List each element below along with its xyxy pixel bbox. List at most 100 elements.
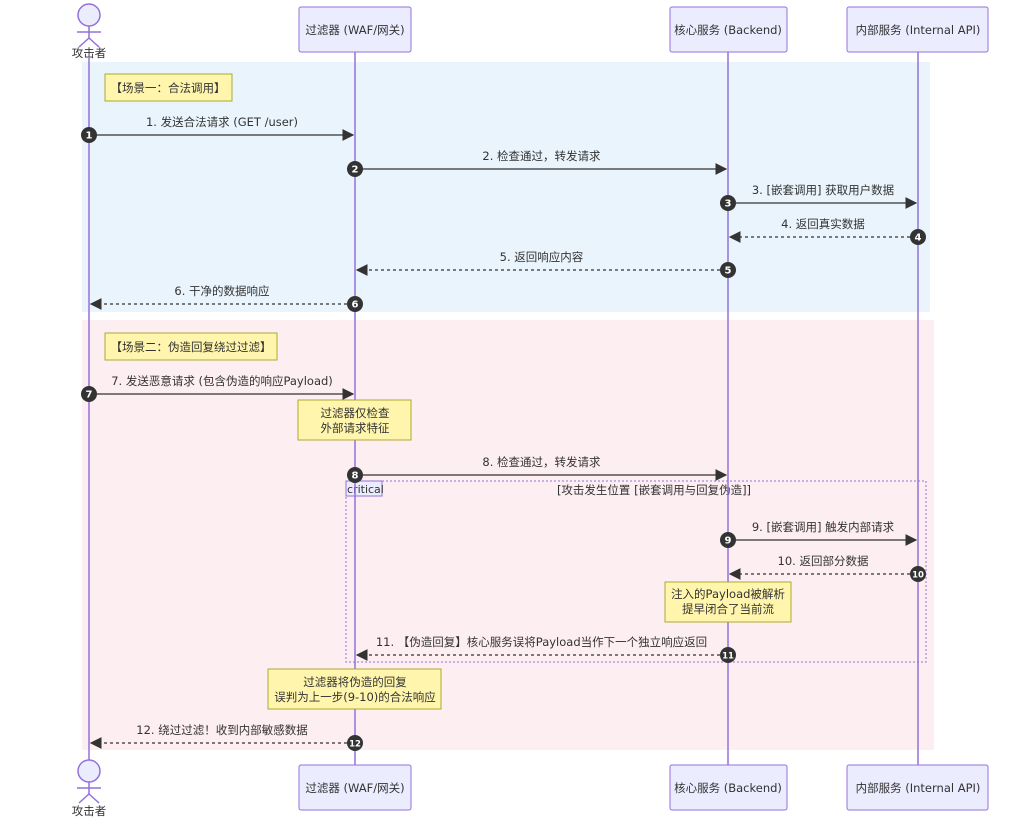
message-1-badge [81, 127, 97, 143]
message-12-badge-number: 12 [349, 740, 361, 750]
participant-filter-box-bottom [298, 764, 412, 811]
message-5: 5. 返回响应内容 5 [355, 250, 736, 278]
note-filter-misjudge-line-2: 误判为上一步(9-10)的合法响应 [274, 690, 436, 704]
message-4-label: 4. 返回真实数据 [781, 217, 865, 231]
note-filter-misjudge: 过滤器将伪造的回复 误判为上一步(9-10)的合法响应 [267, 668, 442, 710]
message-5-badge [720, 262, 736, 278]
message-7-badge [81, 386, 97, 402]
note-filter-inspection-line-2: 外部请求特征 [321, 421, 390, 435]
message-4-badge-number: 4 [915, 233, 922, 244]
critical-keyword: critical [347, 483, 384, 496]
message-11-label: 11. 【伪造回复】核心服务误将Payload当作下一个独立响应返回 [376, 635, 707, 649]
actor-leg-right-icon [88, 793, 100, 804]
participant-internal-top: 内部服务 (Internal API) [846, 6, 989, 53]
participant-backend-box [669, 6, 788, 53]
message-11: 11. 【伪造回复】核心服务误将Payload当作下一个独立响应返回 11 [355, 635, 736, 663]
message-7-badge-number: 7 [86, 390, 93, 401]
message-10: 10. 返回部分数据 10 [728, 554, 926, 582]
message-6-badge [347, 296, 363, 312]
message-12-label: 12. 绕过过滤！收到内部敏感数据 [136, 723, 308, 737]
message-10-label: 10. 返回部分数据 [778, 554, 869, 568]
message-8-badge [347, 467, 363, 483]
note-payload-parsed-line-1: 注入的Payload被解析 [671, 587, 785, 601]
actor-head-icon [77, 759, 101, 783]
participant-filter-box [298, 6, 412, 53]
actor-leg-left-icon [78, 37, 90, 48]
participant-attacker-top: 攻击者 [72, 3, 107, 60]
message-6-label: 6. 干净的数据响应 [174, 284, 269, 298]
participant-filter-bottom: 过滤器 (WAF/网关) [298, 764, 412, 811]
participant-attacker-bottom: 攻击者 [72, 759, 107, 818]
scene-1-background [82, 62, 930, 312]
message-7-label: 7. 发送恶意请求 (包含伪造的响应Payload) [111, 374, 333, 388]
message-9-badge-number: 9 [725, 536, 732, 547]
message-8-badge-number: 8 [352, 471, 359, 482]
message-10-badge [910, 566, 926, 582]
scene-1-block [82, 62, 930, 312]
message-8-label: 8. 检查通过，转发请求 [482, 455, 601, 469]
actor-head-icon [77, 3, 101, 27]
actor-leg-right-icon [88, 37, 100, 48]
message-7: 7. 发送恶意请求 (包含伪造的响应Payload) 7 [81, 374, 355, 402]
scene-1-label: 【场景一：合法调用】 [111, 81, 226, 95]
participant-internal-label: 内部服务 (Internal API) [856, 23, 981, 37]
note-filter-inspection-box [297, 399, 412, 441]
participant-internal-box [846, 6, 989, 53]
message-1-badge-number: 1 [86, 131, 93, 142]
participant-backend-bottom: 核心服务 (Backend) [669, 764, 788, 811]
message-12-badge [347, 735, 363, 751]
message-6: 6. 干净的数据响应 6 [89, 284, 363, 312]
note-filter-inspection-line-1: 过滤器仅检查 [321, 406, 390, 420]
scene-1-label-box [104, 73, 233, 102]
scene-1-label-note: 【场景一：合法调用】 [104, 73, 233, 102]
participant-backend-label-bottom: 核心服务 (Backend) [674, 781, 782, 795]
message-10-badge-number: 10 [912, 571, 924, 581]
participant-attacker-label: 攻击者 [72, 46, 107, 60]
note-filter-misjudge-line-1: 过滤器将伪造的回复 [303, 675, 407, 689]
critical-frame [345, 480, 927, 663]
participant-filter-label: 过滤器 (WAF/网关) [305, 23, 404, 37]
message-5-label: 5. 返回响应内容 [500, 250, 584, 264]
message-2-badge [347, 161, 363, 177]
participant-backend-label: 核心服务 (Backend) [674, 23, 782, 37]
note-payload-parsed: 注入的Payload被解析 提早闭合了当前流 [664, 581, 792, 623]
scene-2-label: 【场景二：伪造回复绕过过滤】 [111, 340, 272, 354]
message-3-badge-number: 3 [725, 199, 732, 210]
message-1-label: 1. 发送合法请求 (GET /user) [146, 115, 298, 129]
participant-filter-label-bottom: 过滤器 (WAF/网关) [305, 781, 404, 795]
message-9-label: 9. [嵌套调用] 触发内部请求 [752, 520, 895, 534]
participant-backend-box-bottom [669, 764, 788, 811]
participant-filter-top: 过滤器 (WAF/网关) [298, 6, 412, 53]
message-3-label: 3. [嵌套调用] 获取用户数据 [752, 183, 895, 197]
note-payload-parsed-line-2: 提早闭合了当前流 [682, 602, 774, 616]
message-9: 9. [嵌套调用] 触发内部请求 9 [720, 520, 918, 548]
note-filter-inspection: 过滤器仅检查 外部请求特征 [297, 399, 412, 441]
message-9-badge [720, 532, 736, 548]
message-3: 3. [嵌套调用] 获取用户数据 3 [720, 183, 918, 211]
message-5-badge-number: 5 [725, 266, 732, 277]
message-1: 1. 发送合法请求 (GET /user) 1 [81, 115, 355, 143]
note-payload-parsed-box [664, 581, 792, 623]
actor-leg-left-icon [78, 793, 90, 804]
participant-backend-top: 核心服务 (Backend) [669, 6, 788, 53]
participant-internal-bottom: 内部服务 (Internal API) [846, 764, 989, 811]
message-6-badge-number: 6 [352, 300, 359, 311]
message-2-label: 2. 检查通过，转发请求 [482, 149, 601, 163]
participant-internal-box-bottom [846, 764, 989, 811]
scene-2-background [82, 320, 934, 750]
participant-attacker-label-bottom: 攻击者 [72, 804, 107, 818]
message-3-badge [720, 195, 736, 211]
message-8: 8. 检查通过，转发请求 8 [347, 455, 728, 483]
message-4: 4. 返回真实数据 4 [728, 217, 926, 245]
message-11-badge-number: 11 [722, 652, 734, 662]
message-11-badge [720, 647, 736, 663]
scene-2-block [82, 320, 934, 750]
scene-2-label-note: 【场景二：伪造回复绕过过滤】 [104, 332, 278, 361]
scene-2-label-box [104, 332, 278, 361]
participant-internal-label-bottom: 内部服务 (Internal API) [856, 781, 981, 795]
message-12: 12. 绕过过滤！收到内部敏感数据 12 [89, 723, 363, 751]
note-filter-misjudge-box [267, 668, 442, 710]
